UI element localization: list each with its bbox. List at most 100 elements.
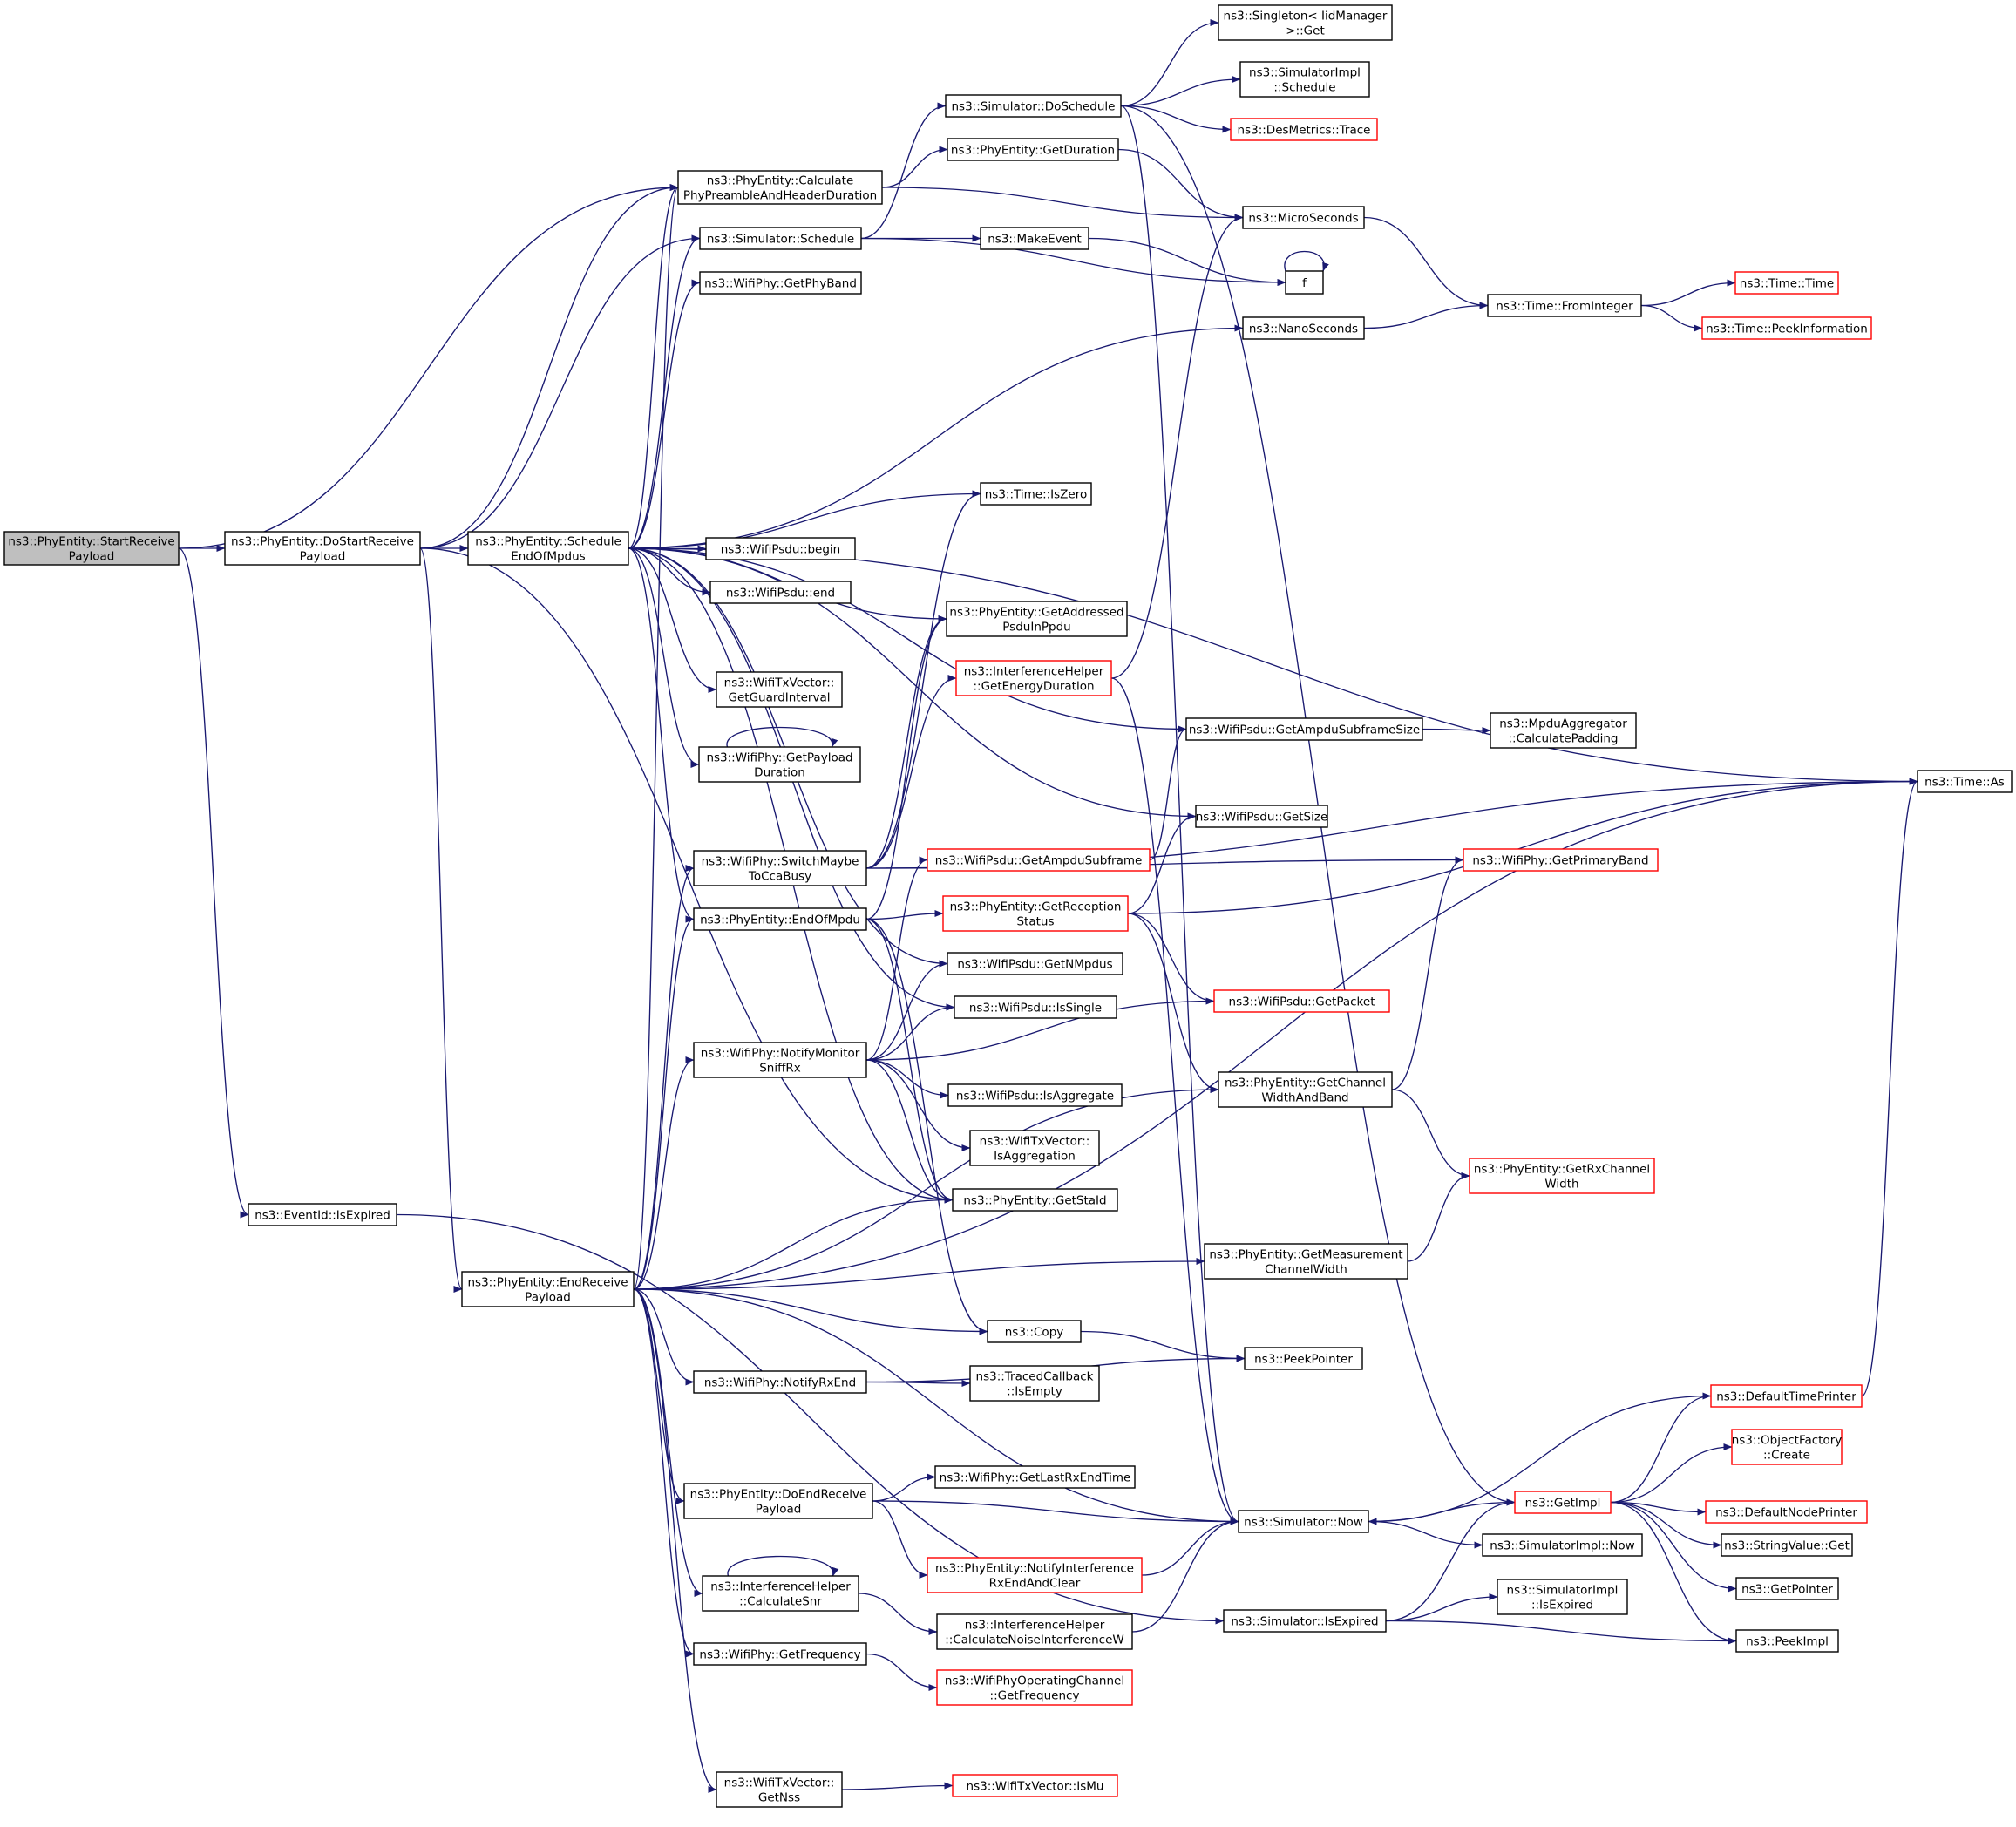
node-label: ns3::Singleton< IidManager: [1224, 10, 1388, 24]
function-node-eventid-expired[interactable]: ns3::EventId::IsExpired: [248, 1203, 397, 1226]
call-edge: [633, 1288, 717, 1793]
function-node-calc-noise[interactable]: ns3::InterferenceHelper::CalculateNoiseI…: [936, 1613, 1133, 1650]
function-node-sim-isexpired[interactable]: ns3::Simulator::IsExpired: [1223, 1609, 1387, 1633]
function-node-psdu-end[interactable]: ns3::WifiPsdu::end: [709, 581, 852, 604]
function-node-get-duration[interactable]: ns3::PhyEntity::GetDuration: [947, 138, 1119, 161]
function-node-psdu-begin[interactable]: ns3::WifiPsdu::begin: [705, 537, 856, 560]
function-node-calc-snr[interactable]: ns3::InterferenceHelper::CalculateSnr: [702, 1575, 859, 1612]
function-node-txv-isagg[interactable]: ns3::WifiTxVector::IsAggregation: [969, 1130, 1100, 1166]
function-node-f[interactable]: f: [1285, 270, 1324, 295]
function-node-peek-impl[interactable]: ns3::PeekImpl: [1735, 1629, 1839, 1653]
call-edge: [419, 547, 463, 1293]
function-node-get-impl[interactable]: ns3::GetImpl: [1514, 1491, 1612, 1514]
function-node-simimpl-isexpired[interactable]: ns3::SimulatorImpl::IsExpired: [1497, 1579, 1628, 1615]
function-node-sim-now[interactable]: ns3::Simulator::Now: [1238, 1510, 1369, 1533]
function-node-psdu-ampdu-size[interactable]: ns3::WifiPsdu::GetAmpduSubframeSize: [1185, 717, 1423, 741]
call-edge: [633, 778, 1918, 1290]
function-node-txv-getnss[interactable]: ns3::WifiTxVector::GetNss: [716, 1771, 843, 1808]
node-box: [1701, 316, 1872, 340]
function-node-copy[interactable]: ns3::Copy: [987, 1320, 1082, 1343]
call-edge: [860, 102, 947, 240]
function-node-desmetrics[interactable]: ns3::DesMetrics::Trace: [1230, 118, 1378, 141]
function-node-get-frequency[interactable]: ns3::WifiPhy::GetFrequency: [693, 1642, 867, 1666]
function-node-calc-pre[interactable]: ns3::PhyEntity::CalculatePhyPreambleAndH…: [677, 170, 883, 205]
function-node-psdu-getsize[interactable]: ns3::WifiPsdu::GetSize: [1195, 805, 1328, 828]
node-box: [947, 138, 1119, 161]
function-node-psdu-ampdu-sub[interactable]: ns3::WifiPsdu::GetAmpduSubframe: [927, 848, 1151, 872]
function-node-default-time-printer[interactable]: ns3::DefaultTimePrinter: [1710, 1384, 1863, 1408]
function-node-nanosec[interactable]: ns3::NanoSeconds: [1242, 316, 1365, 340]
function-node-mpdu-agg[interactable]: ns3::MpduAggregator::CalculatePadding: [1490, 712, 1637, 749]
node-label: ns3::WifiPsdu::GetSize: [1196, 811, 1328, 825]
function-node-peek-pointer[interactable]: ns3::PeekPointer: [1244, 1347, 1363, 1370]
function-node-primary-band[interactable]: ns3::WifiPhy::GetPrimaryBand: [1463, 848, 1659, 872]
function-node-get-pointer[interactable]: ns3::GetPointer: [1735, 1577, 1839, 1600]
node-box: [698, 746, 861, 783]
function-node-notify-interf[interactable]: ns3::PhyEntity::NotifyInterferenceRxEndA…: [927, 1557, 1143, 1593]
function-node-sim-dosched[interactable]: ns3::Simulator::DoSchedule: [945, 94, 1122, 118]
function-node-get-phyband[interactable]: ns3::WifiPhy::GetPhyBand: [699, 271, 862, 295]
call-edge: [1610, 1501, 1737, 1593]
function-node-time-time[interactable]: ns3::Time::Time: [1734, 271, 1839, 295]
function-node-stringvalue-get[interactable]: ns3::StringValue::Get: [1721, 1533, 1853, 1557]
function-node-simimpl-now[interactable]: ns3::SimulatorImpl::Now: [1482, 1533, 1643, 1557]
function-node-ih-energy[interactable]: ns3::InterferenceHelper::GetEnergyDurati…: [955, 660, 1112, 696]
call-edge: [633, 865, 695, 1290]
function-node-time-fromint[interactable]: ns3::Time::FromInteger: [1487, 294, 1642, 317]
function-node-notify-rx-end[interactable]: ns3::WifiPhy::NotifyRxEnd: [693, 1370, 867, 1394]
call-edge: [628, 547, 1187, 733]
function-node-simimpl-sched[interactable]: ns3::SimulatorImpl::Schedule: [1239, 61, 1370, 98]
call-edge: [628, 547, 1918, 785]
node-label: ns3::WifiPhy::SwitchMaybe: [702, 855, 859, 869]
function-node-opchan-freq[interactable]: ns3::WifiPhyOperatingChannel::GetFrequen…: [936, 1669, 1133, 1706]
function-node-txv-ismu[interactable]: ns3::WifiTxVector::IsMu: [952, 1774, 1118, 1797]
function-node-sim-sched[interactable]: ns3::Simulator::Schedule: [699, 227, 862, 250]
function-node-time-as[interactable]: ns3::Time::As: [1917, 770, 2013, 793]
node-label: SniffRx: [759, 1062, 801, 1076]
function-node-psdu-nmpdus[interactable]: ns3::WifiPsdu::GetNMpdus: [947, 952, 1123, 975]
node-label: RxEndAndClear: [989, 1577, 1081, 1591]
node-label: ns3::DefaultNodePrinter: [1715, 1506, 1857, 1520]
function-node-psdu-isagg[interactable]: ns3::WifiPsdu::IsAggregate: [947, 1083, 1123, 1107]
node-label: ns3::PhyEntity::GetAddressed: [949, 606, 1123, 620]
call-edge: [419, 234, 701, 549]
function-node-get-staid[interactable]: ns3::PhyEntity::GetStaId: [952, 1188, 1118, 1212]
node-box: [1731, 1429, 1843, 1465]
function-node-txv-gi[interactable]: ns3::WifiTxVector::GetGuardInterval: [716, 671, 843, 708]
function-node-end-of-mpdu[interactable]: ns3::PhyEntity::EndOfMpdu: [693, 907, 867, 931]
function-node-traced-empty[interactable]: ns3::TracedCallback::IsEmpty: [969, 1365, 1100, 1402]
node-box: [934, 1465, 1136, 1489]
function-node-make-event[interactable]: ns3::MakeEvent: [980, 227, 1089, 250]
call-edge: [628, 547, 717, 693]
node-box: [248, 1203, 397, 1226]
node-label: PhyPreambleAndHeaderDuration: [683, 189, 877, 203]
function-node-meas-chan-width[interactable]: ns3::PhyEntity::GetMeasurementChannelWid…: [1204, 1243, 1408, 1280]
function-node-time-iszero[interactable]: ns3::Time::IsZero: [980, 482, 1092, 506]
node-label: ::IsExpired: [1531, 1599, 1593, 1613]
function-node-singleton[interactable]: ns3::Singleton< IidManager>::Get: [1218, 4, 1393, 41]
function-node-default-node-printer[interactable]: ns3::DefaultNodePrinter: [1705, 1500, 1868, 1524]
function-node-get-last-rx[interactable]: ns3::WifiPhy::GetLastRxEndTime: [934, 1465, 1136, 1489]
node-label: ::CalculatePadding: [1509, 732, 1619, 746]
function-node-psdu-issingle[interactable]: ns3::WifiPsdu::IsSingle: [954, 995, 1117, 1019]
function-node-time-peek[interactable]: ns3::Time::PeekInformation: [1701, 316, 1872, 340]
call-edge: [1141, 1518, 1239, 1576]
function-node-psdu-getpacket[interactable]: ns3::WifiPsdu::GetPacket: [1213, 989, 1390, 1013]
function-node-microsec[interactable]: ns3::MicroSeconds: [1242, 206, 1365, 229]
function-node-obj-factory[interactable]: ns3::ObjectFactory::Create: [1731, 1429, 1843, 1465]
node-box: [1242, 316, 1365, 340]
node-box: [1705, 1500, 1868, 1524]
node-label: ns3::WifiPsdu::GetPacket: [1229, 995, 1375, 1009]
